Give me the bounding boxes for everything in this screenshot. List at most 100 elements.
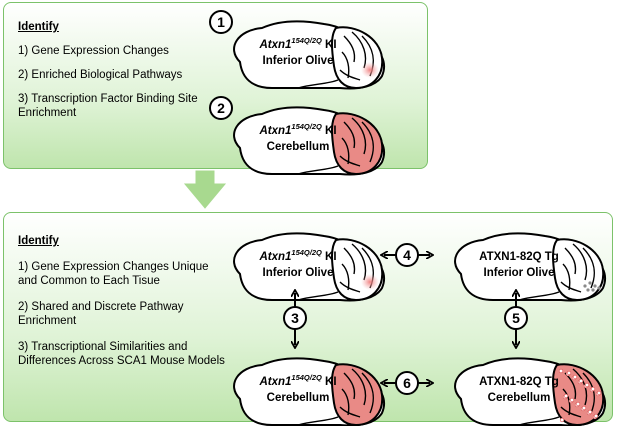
cerebellum-dot: [558, 368, 564, 374]
bottom-item-1: 1) Gene Expression Changes Unique and Co…: [18, 261, 209, 287]
number-badge-3: 3: [283, 306, 307, 330]
brainstem-line: [297, 291, 339, 301]
bottom-item-3: 3) Transcriptional Similarities and Diff…: [18, 341, 225, 367]
cerebellar-folia: [351, 117, 367, 155]
brain-model-label: Atxn1154Q/2Q KI: [258, 373, 336, 388]
cerebellum-dot: [578, 378, 584, 384]
cerebellum-dot: [596, 390, 602, 396]
cerebellar-folia: [343, 35, 356, 63]
brain-bot-tg-cb: ATXN1-82Q Tg Cerebellum: [454, 357, 606, 426]
cerebellum-dot: [587, 409, 593, 415]
gene-name: Atxn1: [258, 376, 291, 388]
cerebellar-folia: [343, 121, 356, 149]
cerebellum-dot: [559, 417, 565, 423]
brain-region-label: Cerebellum: [267, 141, 330, 153]
gene-name: Atxn1: [258, 125, 291, 137]
brain-bot-ki-cb: Atxn1154Q/2Q KI Cerebellum: [233, 357, 385, 426]
top-identify-list: Identify 1) Gene Expression Changes 2) E…: [18, 20, 208, 120]
cerebellar-folia: [572, 243, 588, 281]
number-badge-4: 4: [395, 243, 419, 267]
allele-superscript: 154Q/2Q: [291, 373, 322, 382]
cerebellar-folia: [560, 406, 582, 418]
brainstem-line: [297, 165, 339, 175]
brainstem-line: [297, 416, 339, 426]
brain-model-label: ATXN1-82Q Tg: [479, 376, 559, 388]
cerebellum-dot: [566, 370, 572, 376]
brain-model-label: Atxn1154Q/2Q KI: [258, 36, 336, 51]
cerebellar-folia: [339, 155, 361, 167]
allele-superscript: 154Q/2Q: [291, 122, 322, 131]
down-arrow: [183, 170, 227, 209]
olive-dot: [583, 284, 587, 288]
olive-dot: [586, 288, 590, 292]
inferior-olive-spot: [361, 62, 379, 78]
cerebellar-folia: [361, 372, 374, 414]
brain-region-label: Cerebellum: [488, 392, 551, 404]
brain-region-label: Cerebellum: [267, 392, 330, 404]
cerebellar-folia: [351, 368, 367, 406]
bottom-identify-list: Identify 1) Gene Expression Changes Uniq…: [18, 234, 228, 368]
brain-top-io: Atxn1154Q/2Q KI Inferior Olive: [233, 20, 385, 90]
top-item-1: 1) Gene Expression Changes: [18, 45, 169, 57]
brain-model-label: ATXN1-82Q Tg: [479, 251, 559, 263]
top-item-3: 3) Transcription Factor Binding Site Enr…: [18, 93, 198, 119]
olive-dot: [593, 284, 597, 288]
bottom-heading: Identify: [18, 235, 59, 247]
brainstem-line: [297, 79, 339, 89]
top-item-2: 2) Enriched Biological Pathways: [18, 69, 183, 81]
brain-model-label: Atxn1154Q/2Q KI: [258, 122, 336, 137]
number-1: 1: [217, 14, 225, 30]
bottom-item-2: 2) Shared and Discrete Pathway Enrichmen…: [18, 301, 184, 327]
number-2: 2: [217, 100, 225, 116]
number-4: 4: [403, 247, 411, 263]
gene-name: Atxn1: [258, 251, 291, 263]
cerebellum-dot: [575, 401, 581, 407]
brain-model-label: Atxn1154Q/2Q KI: [258, 248, 336, 263]
cerebellar-folia: [339, 281, 361, 293]
cerebellum-dot: [569, 397, 575, 403]
brain-top-cb: Atxn1154Q/2Q KI Cerebellum: [233, 106, 385, 176]
cerebellum-dot: [584, 382, 590, 388]
model-suffix: KI: [322, 376, 337, 388]
cerebellar-folia: [343, 372, 356, 400]
number-6: 6: [403, 375, 411, 391]
top-heading: Identify: [18, 21, 59, 33]
model-suffix: KI: [322, 125, 337, 137]
olive-dot: [591, 288, 595, 292]
inferior-olive-spot: [361, 274, 379, 290]
brainstem-line: [518, 416, 560, 426]
number-badge-6: 6: [395, 371, 419, 395]
number-badge-5: 5: [504, 306, 528, 330]
cerebellum-dot: [572, 374, 578, 380]
cerebellar-folia: [582, 247, 595, 289]
allele-superscript: 154Q/2Q: [291, 36, 322, 45]
brain-region-label: Inferior Olive: [263, 267, 334, 279]
model-suffix: KI: [322, 39, 337, 51]
cerebellum-dot: [593, 413, 599, 419]
allele-superscript: 154Q/2Q: [291, 248, 322, 257]
number-badge-2: 2: [209, 96, 233, 120]
brain-region-label: Inferior Olive: [484, 267, 555, 279]
cerebellum-dot: [581, 405, 587, 411]
cerebellar-folia: [339, 69, 361, 81]
cerebellar-folia: [560, 281, 582, 293]
gene-name: Atxn1: [258, 39, 291, 51]
cerebellar-folia: [343, 247, 356, 275]
number-3: 3: [291, 310, 299, 326]
cerebellar-folia: [339, 406, 361, 418]
cerebellar-folia: [564, 247, 577, 275]
olive-dot: [597, 286, 601, 290]
model-suffix: KI: [322, 251, 337, 263]
cerebellar-folia: [361, 121, 374, 163]
brainstem-line: [518, 291, 560, 301]
olive-dot: [588, 281, 592, 285]
cerebellum-dot: [563, 393, 569, 399]
brain-bot-tg-io: ATXN1-82Q Tg Inferior Olive: [454, 232, 606, 302]
cerebellum-dot: [590, 386, 596, 392]
cerebellar-folia: [582, 372, 595, 414]
number-badge-1: 1: [209, 10, 233, 34]
brain-region-label: Inferior Olive: [263, 55, 334, 67]
number-5: 5: [512, 310, 520, 326]
brain-bot-ki-io: Atxn1154Q/2Q KI Inferior Olive: [233, 232, 385, 302]
